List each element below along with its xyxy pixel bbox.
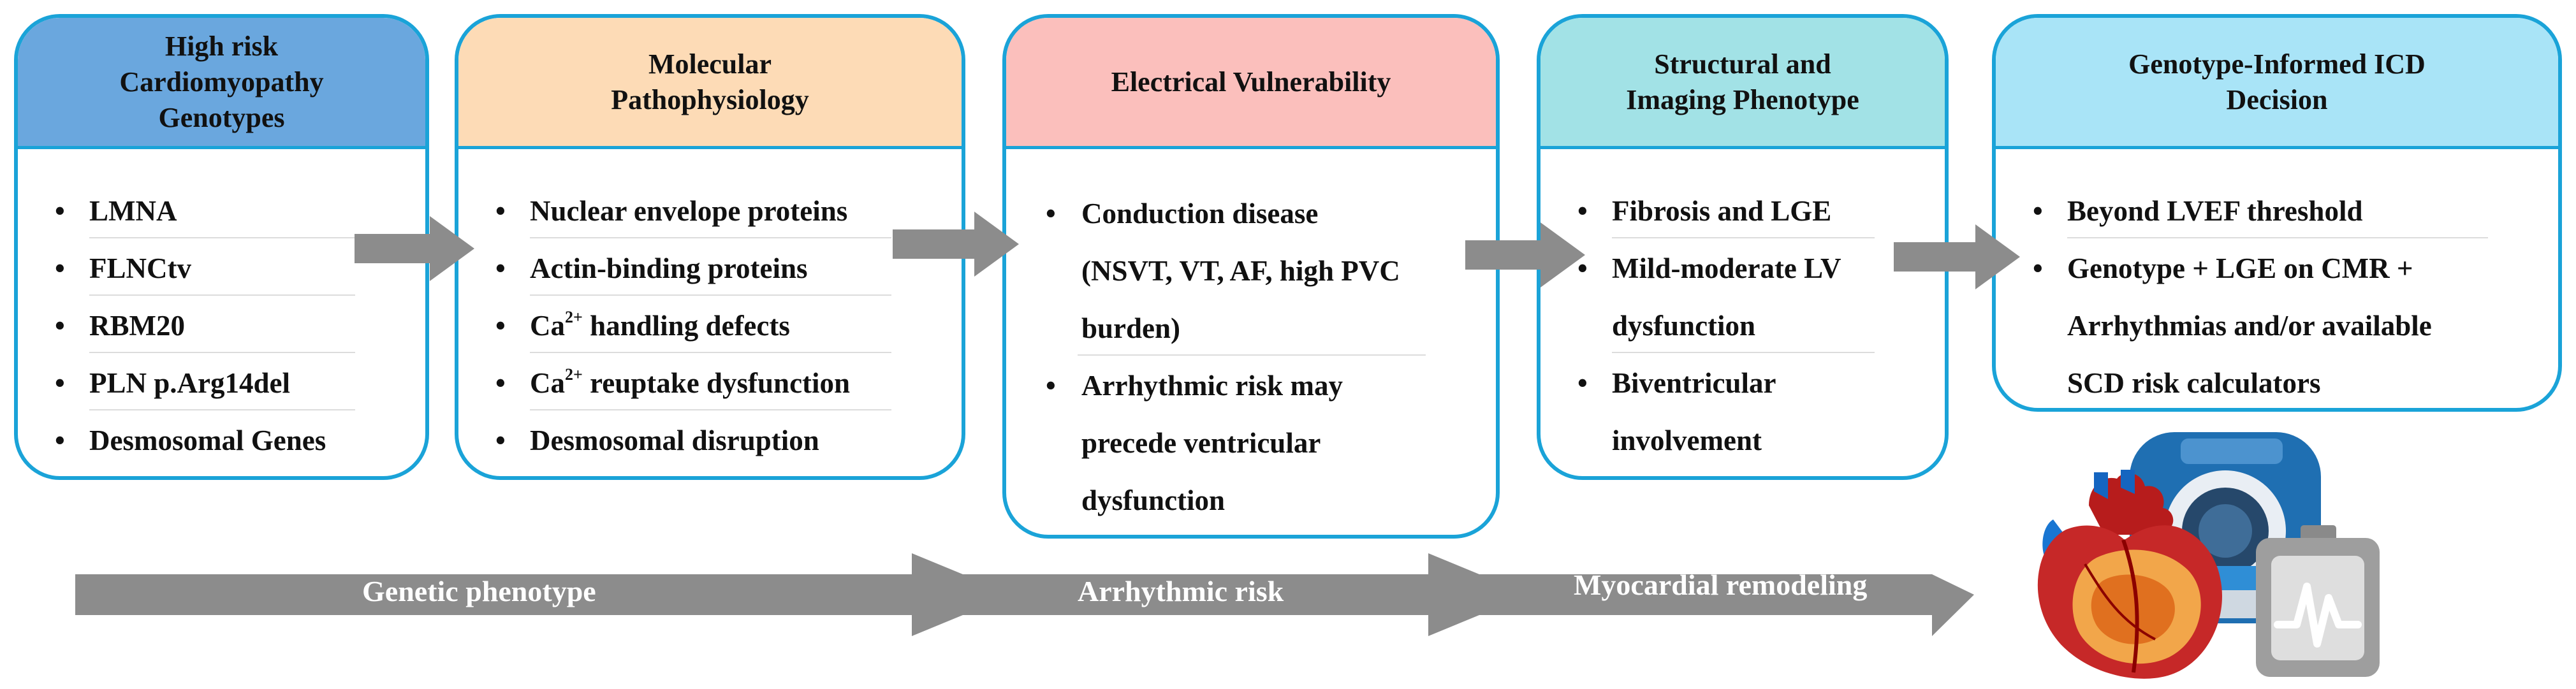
pathophysiology-item: Ca2+ handling defects bbox=[458, 297, 962, 354]
icd-item-line: Arrhythmias and/or available bbox=[2067, 310, 2432, 342]
electrical-item-line: Arrhythmic risk may bbox=[1081, 370, 1343, 402]
pathophysiology-box: Molecular Pathophysiology Nuclear envelo… bbox=[455, 14, 965, 480]
pathophysiology-item: Nuclear envelope proteins bbox=[458, 182, 962, 240]
icd-title-line: Genotype-Informed ICD bbox=[2128, 48, 2426, 80]
timeline-label-genetic-phenotype: Genetic phenotype bbox=[362, 575, 596, 607]
icd-item: Beyond LVEF threshold bbox=[1996, 182, 2558, 240]
structural-item-line: involvement bbox=[1612, 424, 1762, 456]
timeline-label-arrhythmic-risk: Arrhythmic risk bbox=[1078, 575, 1284, 607]
pathophysiology-item: Desmosomal disruption bbox=[458, 412, 962, 469]
electrical-item-line: (NSVT, VT, AF, high PVC bbox=[1081, 255, 1400, 287]
timeline-arrow bbox=[75, 553, 1974, 636]
electrical-vulnerability-title: Electrical Vulnerability bbox=[1111, 66, 1391, 98]
heart-icon bbox=[2037, 470, 2223, 679]
icd-item-line: Genotype + LGE on CMR + bbox=[2067, 252, 2413, 284]
pathophysiology-list: Nuclear envelope proteins Actin-binding … bbox=[458, 182, 962, 469]
icd-decision-header: Genotype-Informed ICD Decision bbox=[1996, 18, 2558, 149]
pathophysiology-title-line: Pathophysiology bbox=[611, 83, 809, 115]
icd-decision-list: Beyond LVEF threshold Genotype + LGE on … bbox=[1996, 182, 2558, 408]
structural-list: Fibrosis and LGE Mild-moderate LV dysfun… bbox=[1540, 182, 1945, 469]
genotype-item: LMNA bbox=[18, 182, 425, 240]
pathophysiology-item-text: handling defects bbox=[590, 310, 790, 342]
pathophysiology-header: Molecular Pathophysiology bbox=[458, 18, 962, 149]
genotype-item: RBM20 bbox=[18, 297, 425, 354]
pathophysiology-item: Ca2+ reuptake dysfunction bbox=[458, 354, 962, 412]
calcium-charge: 2+ bbox=[565, 365, 583, 384]
timeline-label-myocardial-remodeling: Myocardial remodeling bbox=[1574, 569, 1868, 601]
genotypes-title-line: High risk bbox=[165, 30, 279, 62]
calcium-charge: 2+ bbox=[565, 308, 583, 326]
electrical-vulnerability-header: Electrical Vulnerability bbox=[1006, 18, 1496, 149]
electrical-item-line: burden) bbox=[1081, 312, 1181, 344]
structural-item-line: Biventricular bbox=[1612, 367, 1776, 399]
structural-phenotype-header: Structural and Imaging Phenotype bbox=[1540, 18, 1945, 149]
genotype-item: Desmosomal Genes bbox=[18, 412, 425, 469]
icd-item-line: SCD risk calculators bbox=[2067, 367, 2321, 399]
icd-decision-box: Genotype-Informed ICD Decision Beyond LV… bbox=[1992, 14, 2562, 412]
structural-title-line: Structural and bbox=[1654, 48, 1831, 80]
structural-item: Fibrosis and LGE bbox=[1540, 182, 1945, 240]
flow-arrow-1-2 bbox=[355, 216, 474, 281]
genotypes-title-line: Genotypes bbox=[158, 101, 285, 133]
genotypes-list: LMNA FLNCtv RBM20 PLN p.Arg14del Desmoso… bbox=[18, 182, 425, 469]
electrical-item: Arrhythmic risk may precede ventricular … bbox=[1006, 357, 1496, 529]
structural-item-line: Fibrosis and LGE bbox=[1612, 195, 1832, 227]
flow-arrow-2-3 bbox=[893, 212, 1019, 277]
genotype-item: PLN p.Arg14del bbox=[18, 354, 425, 412]
icd-device-icon bbox=[2256, 525, 2380, 677]
calcium-symbol: Ca bbox=[530, 367, 565, 399]
icd-title-line: Decision bbox=[2226, 83, 2328, 115]
electrical-vulnerability-list: Conduction disease (NSVT, VT, AF, high P… bbox=[1006, 185, 1496, 529]
icd-item-line: Beyond LVEF threshold bbox=[2067, 195, 2363, 227]
genotype-item: FLNCtv bbox=[18, 240, 425, 297]
structural-item-line: dysfunction bbox=[1612, 310, 1756, 342]
electrical-item-line: dysfunction bbox=[1081, 484, 1226, 516]
flow-arrow-4-5 bbox=[1894, 224, 2020, 289]
genotypes-title-line: Cardiomyopathy bbox=[119, 66, 324, 98]
icd-item: Genotype + LGE on CMR + Arrhythmias and/… bbox=[1996, 240, 2558, 408]
flow-arrow-3-4 bbox=[1465, 222, 1585, 287]
structural-item-line: Mild-moderate LV bbox=[1612, 252, 1841, 284]
pathophysiology-item: Actin-binding proteins bbox=[458, 240, 962, 297]
structural-item: Biventricular involvement bbox=[1540, 354, 1945, 469]
electrical-item: Conduction disease (NSVT, VT, AF, high P… bbox=[1006, 185, 1496, 357]
calcium-symbol: Ca bbox=[530, 310, 565, 342]
genotypes-header: High risk Cardiomyopathy Genotypes bbox=[18, 18, 425, 149]
pathophysiology-title-line: Molecular bbox=[648, 48, 772, 80]
electrical-vulnerability-box: Electrical Vulnerability Conduction dise… bbox=[1002, 14, 1500, 539]
electrical-item-line: precede ventricular bbox=[1081, 427, 1321, 459]
pathophysiology-item-text: reuptake dysfunction bbox=[590, 367, 851, 399]
structural-title-line: Imaging Phenotype bbox=[1626, 83, 1859, 115]
structural-item: Mild-moderate LV dysfunction bbox=[1540, 240, 1945, 354]
electrical-item-line: Conduction disease bbox=[1081, 198, 1319, 229]
structural-phenotype-box: Structural and Imaging Phenotype Fibrosi… bbox=[1537, 14, 1949, 480]
